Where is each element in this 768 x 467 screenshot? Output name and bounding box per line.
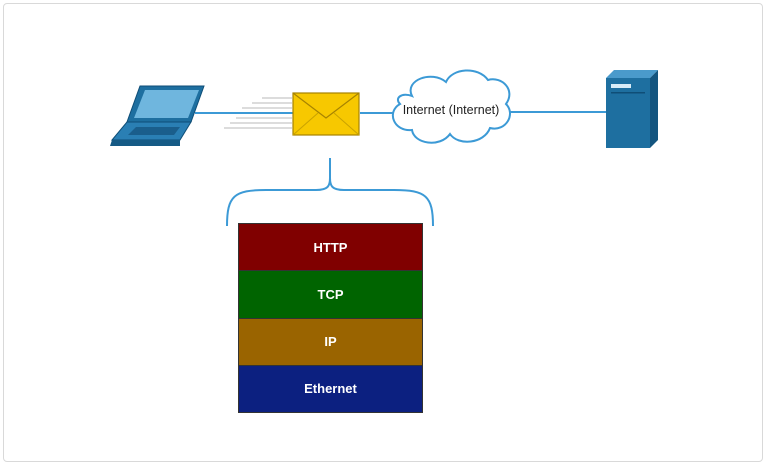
server-icon bbox=[606, 70, 658, 148]
motion-lines bbox=[224, 97, 292, 129]
envelope-icon bbox=[292, 92, 360, 136]
laptop-icon bbox=[110, 85, 205, 146]
layer-ethernet: Ethernet bbox=[239, 365, 422, 412]
cloud-icon: Internet (Internet) bbox=[391, 69, 511, 144]
layer-tcp: TCP bbox=[239, 271, 422, 319]
encapsulation-bracket bbox=[226, 158, 434, 227]
cloud-label: Internet (Internet) bbox=[403, 103, 500, 117]
layer-http: HTTP bbox=[239, 224, 422, 272]
protocol-stack: HTTP TCP IP Ethernet bbox=[238, 223, 423, 413]
layer-ip: IP bbox=[239, 318, 422, 366]
